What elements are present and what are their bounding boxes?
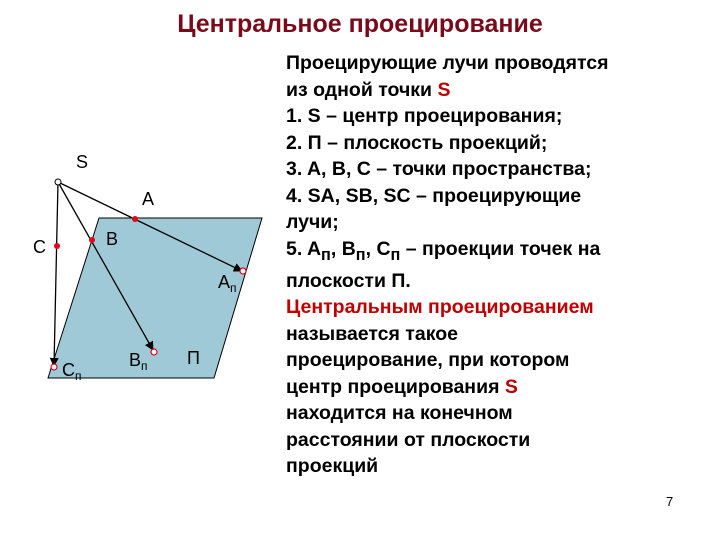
list-item-4-cont: лучи; [286,211,339,233]
list-item-4: 4. SA, SB, SC – проецирующие [286,184,582,207]
list-item-5: 5. Aп, Bп, Cп – проекции точек на [286,237,601,264]
point-c [54,243,60,249]
list-item-1: 1. S – центр проецирования; [286,105,563,127]
point-c-projection [50,363,58,371]
page-number: 7 [666,494,674,509]
label-a: A [142,189,154,209]
definition-line: находится на конечном [286,402,513,425]
label-plane: П [187,348,200,368]
definition-line: называется такое [286,322,458,345]
explanation-text: Проецирующие лучи проводятся из одной то… [286,50,706,480]
definition-line: проекций [286,455,379,478]
definition-line: расстоянии от плоскости [286,428,531,451]
definition-term: Центральным проецированием [286,296,594,319]
ray-sc [49,181,59,367]
point-s [54,178,62,186]
definition-line: проецирование, при котором [286,349,570,372]
label-s: S [76,152,88,172]
label-b-projection: Bп [129,350,148,373]
list-item-5-cont: плоскости П. [286,269,411,292]
slide-title: Центральное проецирование [177,10,543,38]
label-c-projection: Cп [62,360,82,383]
label-a-projection: Aп [218,272,237,295]
label-c: C [33,237,46,257]
point-a-projection [239,267,247,275]
point-b-projection [150,348,158,356]
text-line: Проецирующие лучи проводятся [286,52,609,74]
ray-sb [57,181,154,351]
label-b: B [106,229,118,249]
text-line: из одной точки S [286,78,451,101]
definition-line: центр проецирования S [286,375,518,398]
center-symbol: S [437,78,451,101]
list-item-3: 3. A, B, C – точки пространства; [286,158,592,180]
point-b [89,237,95,243]
ray-sa [57,181,243,272]
point-a [132,216,138,222]
list-item-2: 2. П – плоскость проекций; [286,131,548,154]
